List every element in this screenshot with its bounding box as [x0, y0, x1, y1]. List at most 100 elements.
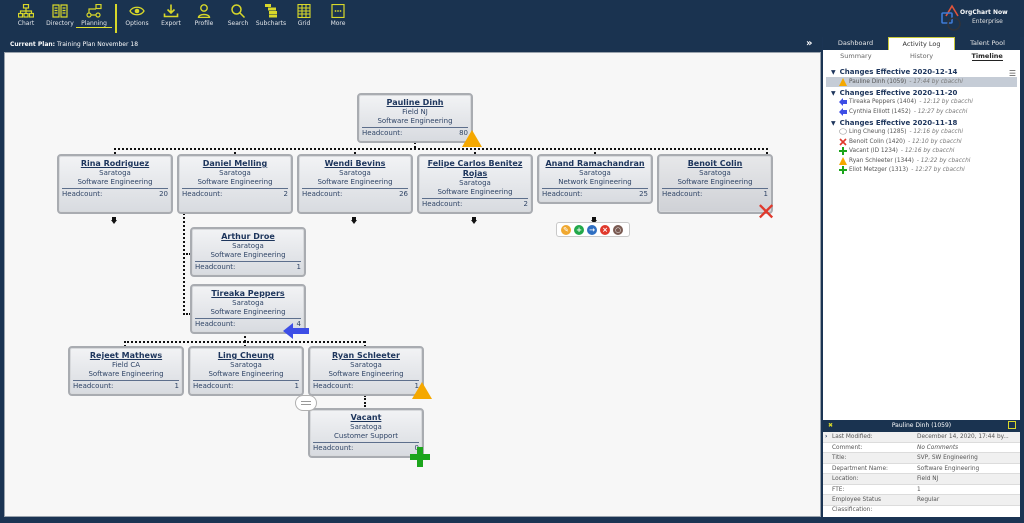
toolbar-planning-label: Planning — [76, 20, 112, 28]
subtab-history[interactable]: History — [889, 51, 955, 63]
node-name[interactable]: Ryan Schleeter — [332, 351, 400, 360]
org-node-arthur-droe[interactable]: Arthur Droe Saratoga Software Engineerin… — [190, 227, 306, 277]
node-location: Saratoga — [219, 169, 251, 177]
grid-icon — [297, 4, 311, 18]
edit-icon[interactable]: ✎ — [561, 225, 571, 235]
hamburger-menu-icon[interactable]: ☰ — [1008, 69, 1016, 78]
headcount-value: 1 — [296, 263, 301, 271]
timeline-item-text: Benoit Colin (1420) — [849, 138, 906, 145]
comment-icon[interactable] — [295, 395, 317, 411]
node-name[interactable]: Anand Ramachandran — [545, 159, 645, 168]
toolbar-subcharts-label: Subcharts — [255, 20, 287, 27]
toolbar-export-button[interactable]: Export — [153, 4, 189, 34]
org-node-ling-cheung[interactable]: Ling Cheung Saratoga Software Engineerin… — [188, 346, 304, 396]
org-node-pauline-dinh[interactable]: Pauline Dinh Field NJ Software Engineeri… — [357, 93, 473, 143]
headcount-value: 26 — [399, 190, 408, 198]
headcount-value: 20 — [159, 190, 168, 198]
timeline-group-title: Changes Effective 2020-11-18 — [839, 118, 958, 127]
toolbar-directory-label: Directory — [46, 20, 74, 27]
timeline-item[interactable]: Ryan Schleeter (1344) - 12:22 by cbacchi — [823, 156, 1020, 166]
timeline-item[interactable]: Vacant (ID 1234) - 12:16 by cbacchi — [823, 147, 1020, 157]
org-node-rejeet-mathews[interactable]: Rejeet Mathews Field CA Software Enginee… — [68, 346, 184, 396]
timeline-group-header[interactable]: ▼Changes Effective 2020-11-18 — [823, 117, 1020, 128]
timeline-item[interactable]: Tireaka Peppers (1404) - 12:12 by cbacch… — [823, 98, 1020, 108]
node-name[interactable]: Felipe Carlos Benitez Rojas — [427, 159, 523, 178]
timeline-group-header[interactable]: ▼Changes Effective 2020-11-20 — [823, 87, 1020, 98]
node-department: Software Engineering — [77, 178, 153, 186]
timeline-item-text: Pauline Dinh (1059) — [849, 78, 907, 85]
toolbar-options-button[interactable]: Options — [119, 4, 155, 34]
node-name[interactable]: Daniel Melling — [202, 159, 268, 168]
subtab-timeline[interactable]: Timeline — [954, 51, 1020, 63]
toolbar-chart-button[interactable]: Chart — [8, 4, 44, 34]
edit-details-icon[interactable] — [1008, 421, 1016, 429]
node-name[interactable]: Tireaka Peppers — [211, 289, 285, 298]
org-node-felipe-carlos-benitez-rojas[interactable]: Felipe Carlos Benitez Rojas Saratoga Sof… — [417, 154, 533, 214]
timeline-item[interactable]: Benoit Colin (1420) - 12:10 by cbacchi — [823, 137, 1020, 147]
tab-talent-pool[interactable]: Talent Pool — [970, 39, 1005, 47]
node-name[interactable]: Pauline Dinh — [386, 98, 444, 107]
toolbar-more-button[interactable]: More — [320, 4, 356, 34]
org-node-vacant[interactable]: Vacant Saratoga Customer Support Headcou… — [308, 408, 424, 458]
org-node-anand-ramachandran[interactable]: Anand Ramachandran Saratoga Network Engi… — [537, 154, 653, 204]
subtab-timeline-label: Timeline — [971, 52, 1003, 61]
close-details-icon[interactable]: ✖ — [828, 422, 834, 429]
remove-icon[interactable]: × — [600, 225, 610, 235]
timeline-item[interactable]: Cynthia Elliott (1452) - 12:27 by cbacch… — [823, 107, 1020, 117]
toolbar-grid-button[interactable]: Grid — [286, 4, 322, 34]
move-arrow-icon — [839, 107, 847, 116]
org-node-rina-rodriguez[interactable]: Rina Rodriguez Saratoga Software Enginee… — [57, 154, 173, 214]
node-name[interactable]: Ling Cheung — [217, 351, 275, 360]
timeline-item[interactable]: Pauline Dinh (1059) - 17:44 by cbacchi — [826, 77, 1017, 87]
node-name[interactable]: Wendi Bevins — [324, 159, 386, 168]
node-name[interactable]: Arthur Droe — [221, 232, 275, 241]
org-node-daniel-melling[interactable]: Daniel Melling Saratoga Software Enginee… — [177, 154, 293, 214]
delete-x-icon[interactable]: ✕ — [756, 198, 777, 226]
warning-icon[interactable] — [462, 130, 482, 147]
node-name[interactable]: Rina Rodriguez — [80, 159, 150, 168]
move-arrow-icon[interactable] — [283, 323, 309, 339]
add-icon[interactable]: + — [574, 225, 584, 235]
details-key: Employee Status Classification: — [832, 497, 882, 513]
subtab-summary[interactable]: Summary — [823, 51, 889, 63]
toolbar-search-button[interactable]: Search — [220, 4, 256, 34]
timeline-group-header[interactable]: ▼Changes Effective 2020-12-14 — [823, 66, 1020, 77]
toolbar-profile-button[interactable]: Profile — [186, 4, 222, 34]
details-row: Title:SVP, SW Engineering — [823, 453, 1020, 464]
node-name[interactable]: Benoit Colin — [687, 159, 743, 168]
add-plus-icon[interactable] — [410, 447, 430, 467]
toolbar-directory-button[interactable]: Directory — [42, 4, 78, 34]
tab-activity-log[interactable]: Activity Log — [888, 37, 955, 50]
node-department: Customer Support — [334, 432, 398, 440]
org-node-ryan-schleeter[interactable]: Ryan Schleeter Saratoga Software Enginee… — [308, 346, 424, 396]
comment-action-icon[interactable]: ○ — [613, 225, 623, 235]
warning-icon[interactable] — [412, 382, 432, 399]
toolbar-planning-button[interactable]: Planning — [76, 4, 112, 34]
headcount-label: Headcount: — [195, 320, 236, 328]
book-icon — [52, 4, 68, 18]
orgchart-logo-icon — [941, 4, 961, 31]
expand-arrow-icon[interactable] — [111, 217, 117, 224]
headcount-value: 0 — [414, 444, 419, 452]
node-location: Saratoga — [350, 423, 382, 431]
toolbar-subcharts-button[interactable]: Subcharts — [253, 4, 289, 34]
node-name[interactable]: Vacant — [350, 413, 382, 422]
move-icon[interactable]: → — [587, 225, 597, 235]
org-node-tireaka-peppers[interactable]: Tireaka Peppers Saratoga Software Engine… — [190, 284, 306, 334]
chevron-right-icon[interactable]: › — [825, 434, 828, 440]
headcount-label: Headcount: — [422, 200, 463, 208]
node-name[interactable]: Rejeet Mathews — [89, 351, 163, 360]
org-node-benoit-colin[interactable]: Benoit Colin Saratoga Software Engineeri… — [657, 154, 773, 214]
timeline-item[interactable]: Ling Cheung (1285) - 12:16 by cbacchi — [823, 128, 1020, 138]
tab-dashboard[interactable]: Dashboard — [837, 39, 874, 47]
current-plan-label: Current Plan: — [10, 41, 56, 48]
expand-arrow-icon[interactable] — [471, 217, 477, 224]
expand-arrow-icon[interactable] — [351, 217, 357, 224]
timeline-item-text: Ling Cheung (1285) — [849, 129, 907, 136]
org-node-wendi-bevins[interactable]: Wendi Bevins Saratoga Software Engineeri… — [297, 154, 413, 214]
timeline-item[interactable]: Eliot Metzger (1313) - 12:27 by cbacchi — [823, 166, 1020, 176]
collapse-panel-icon[interactable]: » — [806, 38, 813, 49]
headcount-label: Headcount: — [362, 129, 403, 137]
toolbar-chart-label: Chart — [17, 20, 35, 27]
timeline-item-text: Eliot Metzger (1313) — [849, 167, 909, 174]
